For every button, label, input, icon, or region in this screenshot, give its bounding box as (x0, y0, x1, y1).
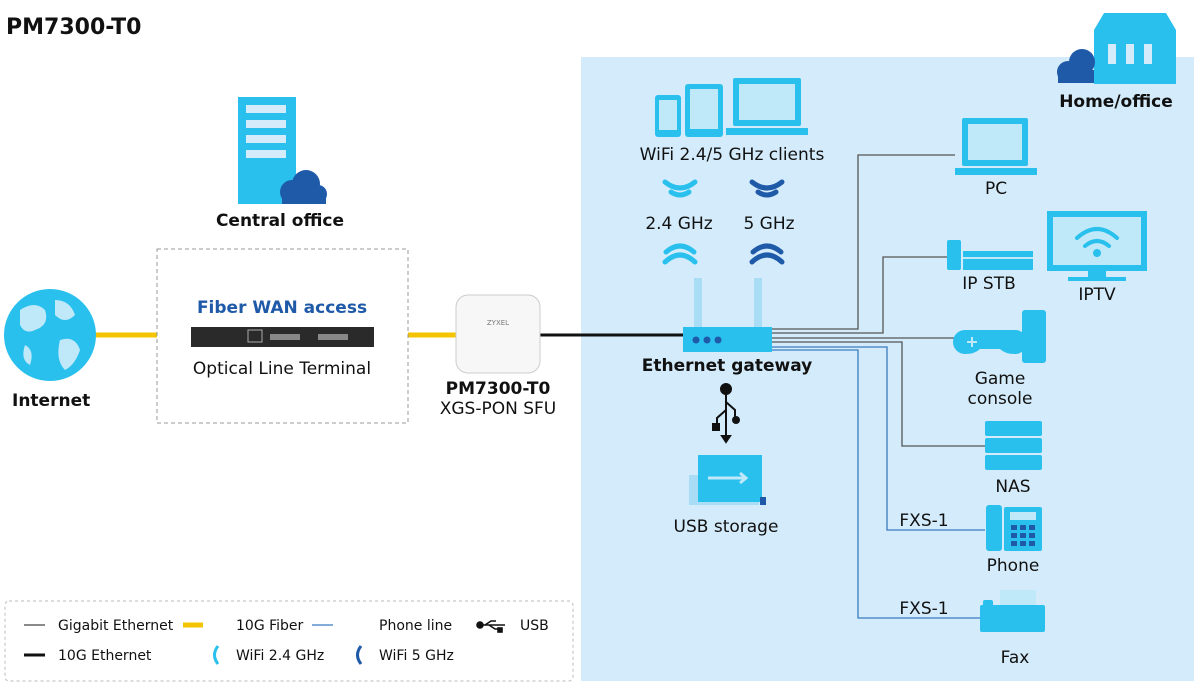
device-desc-label: XGS-PON SFU (440, 399, 557, 419)
legend: Gigabit Ethernet 10G Fiber Phone line US… (4, 600, 574, 682)
legend-phone-line: Phone line (379, 618, 452, 634)
phone-label: Phone (987, 556, 1040, 576)
nas-icon (985, 421, 1042, 470)
wifi24-legend-icon (213, 645, 220, 665)
legend-fiber: 10G Fiber (236, 618, 304, 634)
usb-storage-icon (689, 455, 766, 505)
phone-icon (986, 505, 1042, 551)
central-office-label: Central office (216, 211, 344, 231)
wifi-5-icon (749, 179, 785, 265)
device-name-label: PM7300-T0 (446, 379, 551, 399)
olt-device-icon (191, 327, 374, 347)
band-5-label: 5 GHz (743, 214, 794, 234)
usb-storage-label: USB storage (674, 517, 779, 537)
gateway-label: Ethernet gateway (642, 356, 812, 376)
legend-gigabit: Gigabit Ethernet (58, 618, 174, 634)
globe-icon (4, 289, 96, 381)
wifi-clients-label: WiFi 2.4/5 GHz clients (640, 145, 825, 165)
usb-icon (712, 383, 740, 444)
legend-10g: 10G Ethernet (58, 648, 152, 664)
game-controller-icon (953, 310, 1046, 363)
ip-stb-label: IP STB (962, 274, 1016, 294)
building-icon (1057, 13, 1176, 84)
gateway-icon (683, 278, 772, 352)
fiber-wan-box (156, 248, 409, 424)
gigabit-wires (772, 154, 985, 447)
usb-legend-icon (476, 620, 505, 633)
device-brand-logo: ZYXEL (487, 319, 509, 327)
fax-label: Fax (1001, 648, 1030, 668)
band-24-label: 2.4 GHz (645, 214, 712, 234)
legend-wifi5: WiFi 5 GHz (379, 648, 454, 664)
pm7300-device-icon: ZYXEL (455, 294, 541, 374)
fxs-fax-label: FXS-1 (899, 599, 948, 619)
nas-label: NAS (995, 477, 1030, 497)
wifi-24-icon (662, 179, 698, 265)
legend-usb: USB (520, 618, 549, 634)
tv-icon (1047, 211, 1147, 281)
page-title: PM7300-T0 (6, 15, 141, 40)
pc-label: PC (985, 179, 1007, 199)
olt-label: Optical Line Terminal (193, 359, 371, 379)
legend-wifi24: WiFi 2.4 GHz (236, 648, 324, 664)
cloud-icon (280, 170, 327, 204)
iptv-label: IPTV (1078, 285, 1116, 305)
game-console-label-1: Game (975, 369, 1026, 389)
legend-box (4, 600, 574, 682)
fax-icon (980, 590, 1045, 632)
devices-icon (655, 78, 808, 137)
internet-label: Internet (12, 391, 90, 411)
wifi5-legend-icon (356, 645, 363, 665)
pc-icon (955, 118, 1037, 175)
set-top-box-icon (947, 240, 1033, 270)
home-office-label: Home/office (1059, 92, 1173, 112)
fiber-wan-label: Fiber WAN access (197, 298, 367, 318)
fxs-phone-label: FXS-1 (899, 511, 948, 531)
game-console-label-2: console (968, 389, 1033, 409)
phone-wires (772, 346, 985, 619)
